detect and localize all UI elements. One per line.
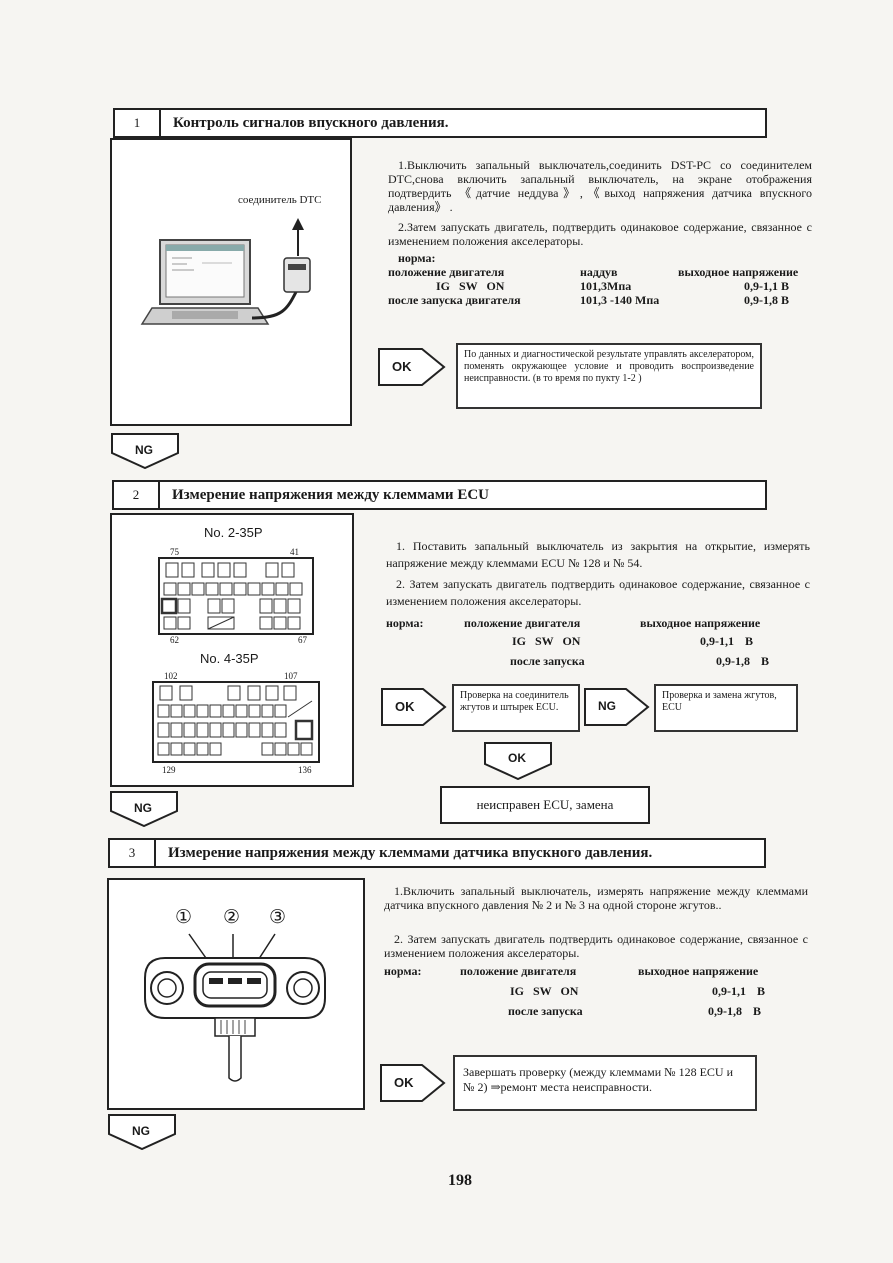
step-1-ok-note: По данных и диагностической результате у… [456,343,762,409]
ecu-connector-2-35p [158,557,314,635]
step-3-row2-voltage: 0,9-1,8 В [708,1004,761,1018]
step-number: 3 [110,840,156,866]
pin-1-label: ① [175,907,193,928]
step-1-norm-label: норма: [398,251,436,265]
connector-2-pin-right: 107 [284,671,298,681]
step-2-ok-arrow: OK [381,688,447,726]
connector-2-pin-bottom-left: 129 [162,765,176,775]
ok-label: OK [394,1075,414,1090]
step-title: Измерение напряжения между клеммами ECU [172,486,489,503]
step-3-norm-label: норма: [384,964,422,978]
step-number: 2 [114,482,160,508]
ok-label: OK [395,699,415,714]
step-1-header: 1 Контроль сигналов впускного давления. [113,108,767,138]
pin-3-label: ③ [269,907,287,928]
step-1-instruction-2: 2.Затем запускать двигатель, подтвердить… [388,220,812,248]
step-number: 1 [115,110,161,136]
pin-2-label: ② [223,907,241,928]
step-1-ok-arrow: OK [378,348,446,386]
step-2-row2-position: после запуска [510,654,585,668]
step-3-image-box: ① ② ③ [107,878,365,1110]
step-3-row1-voltage: 0,9-1,1 В [712,984,765,998]
ecu-replace-box: неисправен ECU, замена [440,786,650,824]
step-2-ng-arrow: NG [110,791,178,827]
connector-2-label: No. 4-35P [200,651,259,666]
step-title: Контроль сигналов впускного давления. [173,114,449,131]
step-2-image-box: No. 2-35P 75 41 62 67 No. 4-35P 102 107 [110,513,354,787]
ng-label: NG [135,443,153,457]
step-3-ok-note: Завершать проверку (между клеммами № 128… [453,1055,757,1111]
step-2-header: 2 Измерение напряжения между клеммами EC… [112,480,767,510]
connector-1-pin-bottom-left: 62 [170,635,179,645]
connector-1-pin-left: 75 [170,547,179,557]
laptop-dst-pc-illustration [140,218,311,325]
step-1-row2-boost: 101,3 -140 Мпа [580,293,660,307]
step-2-col-position: положение двигателя [464,616,581,630]
step-1-row2-voltage: 0,9-1,8 В [744,293,789,307]
step-3-row1-position: IG SW ON [510,984,579,998]
step-1-col-position: положение двигателя [388,265,505,279]
ecu-connector-4-35p [152,681,320,763]
step-1-row1-position: IG SW ON [436,279,505,293]
connector-1-label: No. 2-35P [204,525,263,540]
connector-1-pin-right: 41 [290,547,299,557]
step-3-row2-position: после запуска [508,1004,583,1018]
connector-2-pin-bottom-right: 136 [298,765,312,775]
step-1-row1-voltage: 0,9-1,1 В [744,279,789,293]
step-3-col-position: положение двигателя [460,964,577,978]
step-2-ng-inner-arrow: NG [584,688,650,726]
connector-2-pin-left: 102 [164,671,178,681]
step-1-instruction-1: 1.Выключить запальный выключатель,соедин… [388,158,812,214]
step-2-ng-note: Проверка и замена жгутов, ECU [654,684,798,732]
step-2-ok-down-arrow: OK [484,742,552,780]
step-3-instruction-1: 1.Включить запальный выключатель, измеря… [384,884,808,912]
step-2-instruction-1: 1. Поставить запальный выключатель из за… [386,539,810,570]
ecu-replace-text: неисправен ECU, замена [476,797,614,812]
dtc-connector-label: соединитель DTC [238,194,322,206]
step-2-row2-voltage: 0,9-1,8 В [716,654,769,668]
step-1-image-box: соединитель DTC [110,138,352,426]
boost-sensor-illustration [144,933,326,1082]
step-1-row1-boost: 101,3Мпа [580,279,632,293]
page-number: 198 [448,1172,472,1189]
step-3-ok-arrow: OK [380,1064,446,1102]
ng-label: NG [134,801,152,815]
step-1-col-voltage: выходное напряжение [678,265,799,279]
step-1-ng-arrow: NG [111,433,179,469]
step-3-col-voltage: выходное напряжение [638,964,759,978]
step-3-ng-arrow: NG [108,1114,176,1150]
step-title: Измерение напряжения между клеммами датч… [168,844,653,861]
step-2-row1-position: IG SW ON [512,634,581,648]
ok-label: OK [508,751,526,765]
step-1-row2-position: после запуска двигателя [388,293,521,307]
step-2-ok-note: Проверка на соединитель жгутов и штырек … [452,684,580,732]
connector-1-pin-bottom-right: 67 [298,635,307,645]
step-3-header: 3 Измерение напряжения между клеммами да… [108,838,766,868]
step-2-instruction-2: 2. Затем запускать двигатель подтвердить… [386,577,810,608]
step-3-instruction-2: 2. Затем запускать двигатель подтвердить… [384,932,808,960]
ng-label: NG [598,699,616,713]
step-2-norm-label: норма: [386,616,424,630]
ng-label: NG [132,1124,150,1138]
step-2-row1-voltage: 0,9-1,1 В [700,634,753,648]
step-1-col-boost: наддув [580,265,618,279]
ok-label: OK [392,359,412,374]
step-2-col-voltage: выходное напряжение [640,616,761,630]
